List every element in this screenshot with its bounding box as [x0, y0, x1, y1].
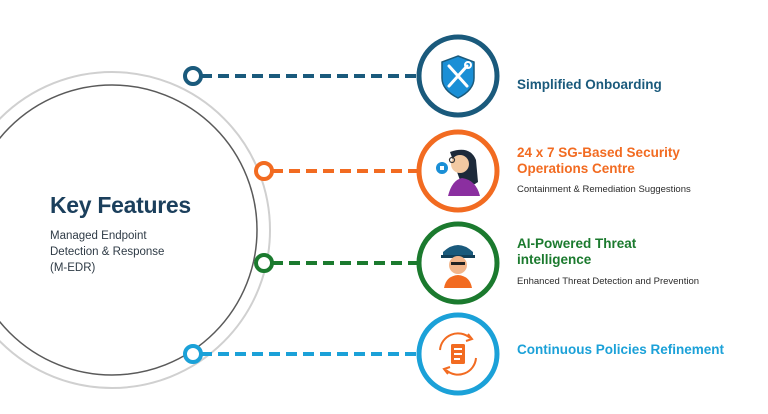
connector-1 [183, 66, 418, 86]
connector-2 [254, 161, 418, 181]
feature-subtitle-3: Enhanced Threat Detection and Prevention [517, 276, 700, 287]
feature-title-1: Simplified Onboarding [517, 77, 662, 92]
feature-circle-1 [416, 34, 500, 118]
inner-ring [0, 84, 258, 376]
shield-tools-icon [441, 55, 475, 99]
feature-circle-4 [416, 312, 500, 396]
feature-subtitle-2: Containment & Remediation Suggestions [517, 184, 691, 195]
connector-node [183, 66, 203, 86]
connector-3 [254, 253, 418, 273]
feature-circle-2 [416, 129, 500, 213]
connector-node [254, 161, 274, 181]
guard-icon [441, 245, 475, 288]
refresh-document-icon [439, 332, 477, 376]
feature-title-2: 24 x 7 SG-Based Security Operations Cent… [517, 145, 680, 176]
connector-node [254, 253, 274, 273]
page-title: Key Features [50, 192, 191, 218]
connector-node [183, 344, 203, 364]
feature-circle-3 [416, 221, 500, 305]
feature-title-4: Continuous Policies Refinement [517, 342, 725, 357]
feature-title-3: AI-Powered Threat intelligence [517, 236, 637, 267]
analyst-icon [436, 149, 480, 196]
outer-ring [0, 71, 271, 389]
page-subtitle: Managed Endpoint Detection & Response (M… [50, 230, 165, 274]
connector-4 [183, 344, 418, 364]
